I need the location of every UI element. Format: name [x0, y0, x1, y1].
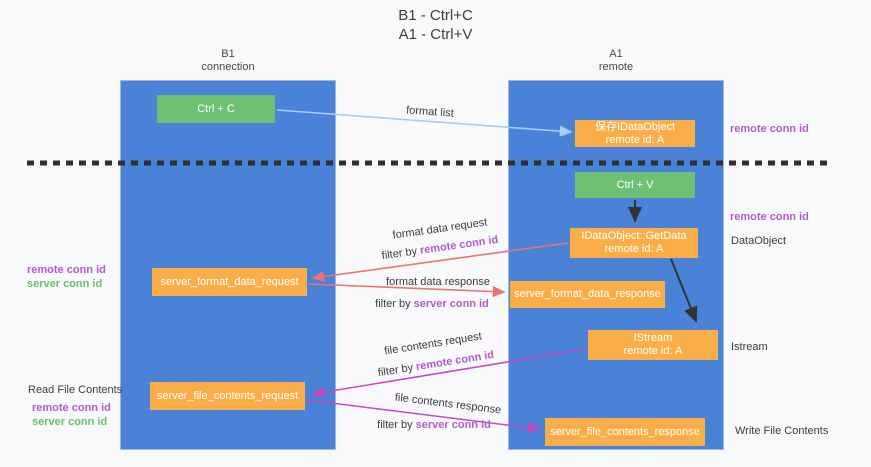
- arrow-format-list: [276, 109, 573, 137]
- node-save-idataobject-line1: 保存IDataObject: [594, 120, 676, 133]
- node-save-idataobject: 保存IDataObject remote id: A: [575, 120, 695, 147]
- arrow-file-contents-request: [311, 348, 587, 398]
- title-line-2: A1 - Ctrl+V: [398, 26, 473, 43]
- side-label-write-file-contents: Write File Contents: [735, 425, 829, 437]
- node-istream: IStream remote id: A: [588, 330, 718, 360]
- side-label-istream: Istream: [731, 341, 768, 353]
- filter-by-text: filter by: [375, 298, 411, 310]
- node-ctrl-v-label: Ctrl + V: [616, 178, 654, 191]
- lane-a1-subtitle: remote: [598, 61, 634, 73]
- arrow-getdata-to-istream: [670, 258, 698, 323]
- side-label-remote-conn-id-bottom-left: remote conn id: [32, 402, 111, 414]
- server-conn-id-text: server conn id: [413, 298, 489, 310]
- node-getdata-line1: IDataObject::GetData: [581, 230, 687, 242]
- server-conn-id-text: server conn id: [415, 419, 491, 431]
- lane-header-b1: B1 connection: [120, 48, 336, 74]
- lane-b1-subtitle: connection: [201, 61, 255, 73]
- node-server-file-contents-response: server_file_contents_response: [545, 418, 705, 446]
- node-save-idataobject-line2: remote id: A: [605, 133, 665, 146]
- node-ctrl-v: Ctrl + V: [575, 172, 695, 198]
- diagram-title: B1 - Ctrl+C A1 - Ctrl+V: [0, 6, 871, 44]
- edge-label-filter-server-2: filter by server conn id: [377, 419, 491, 431]
- node-server-file-contents-request: server_file_contents_request: [150, 382, 305, 410]
- node-server-format-data-response: server_format_data_response: [510, 281, 665, 308]
- node-istream-line1: IStream: [633, 332, 673, 344]
- node-getdata-line2: remote id: A: [604, 243, 664, 255]
- side-label-read-file-contents: Read File Contents: [28, 384, 123, 396]
- title-line-1: B1 - Ctrl+C: [398, 7, 473, 24]
- side-label-server-conn-id-left: server conn id: [27, 278, 103, 290]
- node-server-format-data-request: server_format_data_request: [152, 268, 307, 296]
- filter-by-text: filter by: [377, 419, 413, 431]
- arrow-file-contents-response: [306, 399, 541, 434]
- arrow-format-data-request: [311, 242, 569, 283]
- node-istream-line2: remote id: A: [623, 345, 683, 357]
- node-ctrl-c-label: Ctrl + C: [197, 102, 235, 115]
- node-server-format-data-response-label: server_format_data_response: [514, 288, 661, 300]
- edge-label-filter-server-1: filter by server conn id: [375, 298, 489, 310]
- side-label-remote-conn-id-mid-right: remote conn id: [730, 211, 809, 223]
- arrow-format-data-response: [308, 283, 506, 298]
- lane-b1-title: B1: [221, 48, 235, 60]
- node-idataobject-getdata: IDataObject::GetData remote id: A: [570, 228, 698, 258]
- side-label-dataobject: DataObject: [731, 235, 787, 247]
- lane-a1-title: A1: [609, 48, 623, 60]
- side-label-remote-conn-id-top-right: remote conn id: [730, 123, 809, 135]
- node-server-file-contents-request-label: server_file_contents_request: [156, 389, 299, 402]
- side-label-server-conn-id-bottom-left: server conn id: [32, 416, 108, 428]
- lane-header-a1: A1 remote: [508, 48, 724, 74]
- node-server-format-data-request-label: server_format_data_request: [160, 275, 299, 288]
- node-ctrl-c: Ctrl + C: [157, 95, 275, 123]
- node-server-file-contents-response-label: server_file_contents_response: [550, 425, 700, 438]
- side-label-remote-conn-id-left: remote conn id: [27, 264, 106, 276]
- edge-label-format-data-response: format data response: [386, 276, 490, 288]
